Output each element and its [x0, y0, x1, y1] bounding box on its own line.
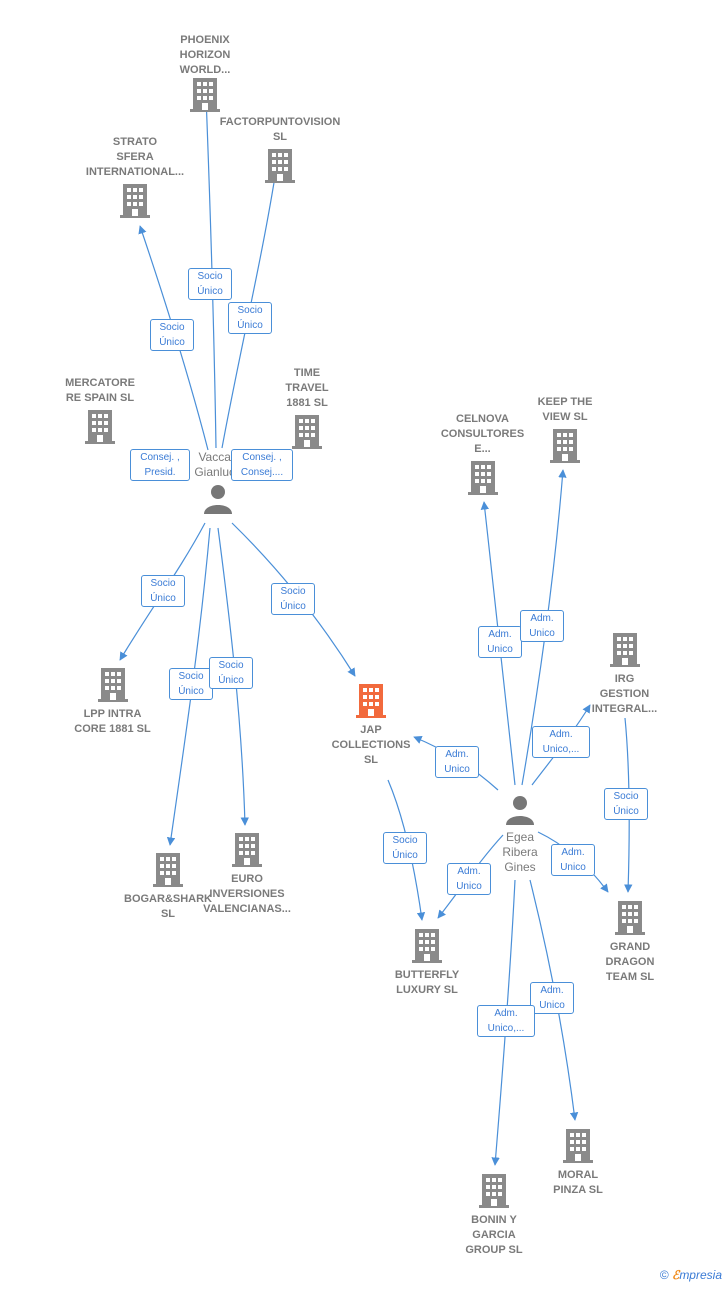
relation-badge: Consej. , Consej.... — [231, 449, 293, 481]
node-celnova[interactable]: CELNOVA CONSULTORES E... — [425, 412, 540, 500]
node-label: MORAL PINZA SL — [553, 1169, 603, 1196]
building-icon — [292, 415, 322, 449]
person-icon — [505, 795, 535, 825]
node-irg-gestion[interactable]: IRG GESTION INTEGRAL... — [577, 633, 672, 717]
relation-badge: Socio Único — [228, 302, 272, 334]
node-label: JAP COLLECTIONS SL — [331, 724, 411, 766]
node-lpp-intra[interactable]: LPP INTRA CORE 1881 SL — [55, 668, 170, 737]
node-person-egea[interactable]: Egea Ribera Gines — [480, 795, 560, 875]
building-icon — [232, 833, 262, 867]
brand-logo-e: ℰ — [672, 1268, 680, 1282]
relation-badge: Adm. Unico — [435, 746, 479, 778]
building-icon — [615, 901, 645, 935]
building-icon — [356, 684, 386, 718]
node-label: STRATO SFERA INTERNATIONAL... — [85, 136, 185, 178]
copyright-symbol: © — [659, 1268, 669, 1282]
edge-vaccari-phoenix — [202, 95, 217, 449]
node-factorpuntovision[interactable]: FACTORPUNTOVISION SL — [210, 115, 350, 188]
node-bogar-shark[interactable]: BOGAR&SHARK SL — [113, 853, 223, 922]
relation-badge: Socio Único — [604, 788, 648, 820]
node-euro-inversiones[interactable]: EURO INVERSIONES VALENCIANAS... — [192, 833, 302, 917]
node-label: IRG GESTION INTEGRAL... — [591, 673, 658, 715]
person-name: Egea Ribera Gines — [502, 830, 538, 874]
relation-badge: Socio Único — [383, 832, 427, 864]
relation-badge: Adm. Unico — [530, 982, 574, 1014]
relation-badge: Consej. , Presid. — [130, 449, 190, 481]
node-label: FACTORPUNTOVISION SL — [219, 116, 341, 143]
relation-badge: Adm. Unico,... — [477, 1005, 535, 1037]
node-time-travel[interactable]: TIME TRAVEL 1881 SL — [265, 366, 349, 454]
node-label: KEEP THE VIEW SL — [537, 396, 593, 423]
footer-brand[interactable]: © ℰmpresia — [660, 1268, 722, 1282]
node-jap-collections[interactable]: JAP COLLECTIONS SL — [316, 684, 426, 768]
node-keep-the-view[interactable]: KEEP THE VIEW SL — [520, 395, 610, 468]
node-moral-pinza[interactable]: MORAL PINZA SL — [532, 1129, 624, 1198]
building-icon — [120, 184, 150, 218]
relation-badge: Socio Único — [188, 268, 232, 300]
relation-badge: Socio Único — [209, 657, 253, 689]
node-label: BUTTERFLY LUXURY SL — [394, 969, 460, 996]
building-icon — [468, 461, 498, 495]
building-icon — [610, 633, 640, 667]
node-label: GRAND DRAGON TEAM SL — [605, 941, 655, 983]
brand-name: mpresia — [679, 1268, 722, 1282]
building-icon — [563, 1129, 593, 1163]
node-label: BOGAR&SHARK SL — [124, 893, 212, 920]
node-label: BONIN Y GARCIA GROUP SL — [465, 1214, 523, 1256]
relation-badge: Socio Único — [141, 575, 185, 607]
node-label: CELNOVA CONSULTORES E... — [440, 413, 525, 455]
relation-badge: Adm. Unico — [520, 610, 564, 642]
building-icon — [190, 78, 220, 112]
node-phoenix[interactable]: PHOENIX HORIZON WORLD... — [155, 33, 255, 117]
node-grand-dragon[interactable]: GRAND DRAGON TEAM SL — [585, 901, 675, 985]
node-label: TIME TRAVEL 1881 SL — [285, 367, 329, 409]
node-person-vaccari[interactable]: Vaccari Gianluca — [176, 450, 260, 519]
relation-badge: Socio Único — [150, 319, 194, 351]
building-icon — [85, 410, 115, 444]
node-butterfly-luxury[interactable]: BUTTERFLY LUXURY SL — [377, 929, 477, 998]
relation-badge: Adm. Unico — [447, 863, 491, 895]
node-label: MERCATORE RE SPAIN SL — [65, 377, 135, 404]
node-label: EURO INVERSIONES VALENCIANAS... — [203, 873, 291, 915]
building-icon — [479, 1174, 509, 1208]
relation-badge: Adm. Unico,... — [532, 726, 590, 758]
relation-badge: Socio Único — [169, 668, 213, 700]
node-bonin-garcia[interactable]: BONIN Y GARCIA GROUP SL — [448, 1174, 540, 1258]
node-mercatore[interactable]: MERCATORE RE SPAIN SL — [45, 376, 155, 449]
person-name: Vaccari Gianluca — [194, 450, 242, 479]
building-icon — [412, 929, 442, 963]
building-icon — [98, 668, 128, 702]
building-icon — [550, 429, 580, 463]
node-label: PHOENIX HORIZON WORLD... — [179, 34, 231, 76]
relation-badge: Socio Único — [271, 583, 315, 615]
relation-badge: Adm. Unico — [478, 626, 522, 658]
person-icon — [203, 484, 233, 514]
node-strato[interactable]: STRATO SFERA INTERNATIONAL... — [75, 135, 195, 223]
building-icon — [265, 149, 295, 183]
relation-badge: Adm. Unico — [551, 844, 595, 876]
node-label: LPP INTRA CORE 1881 SL — [74, 708, 151, 735]
building-icon — [153, 853, 183, 887]
